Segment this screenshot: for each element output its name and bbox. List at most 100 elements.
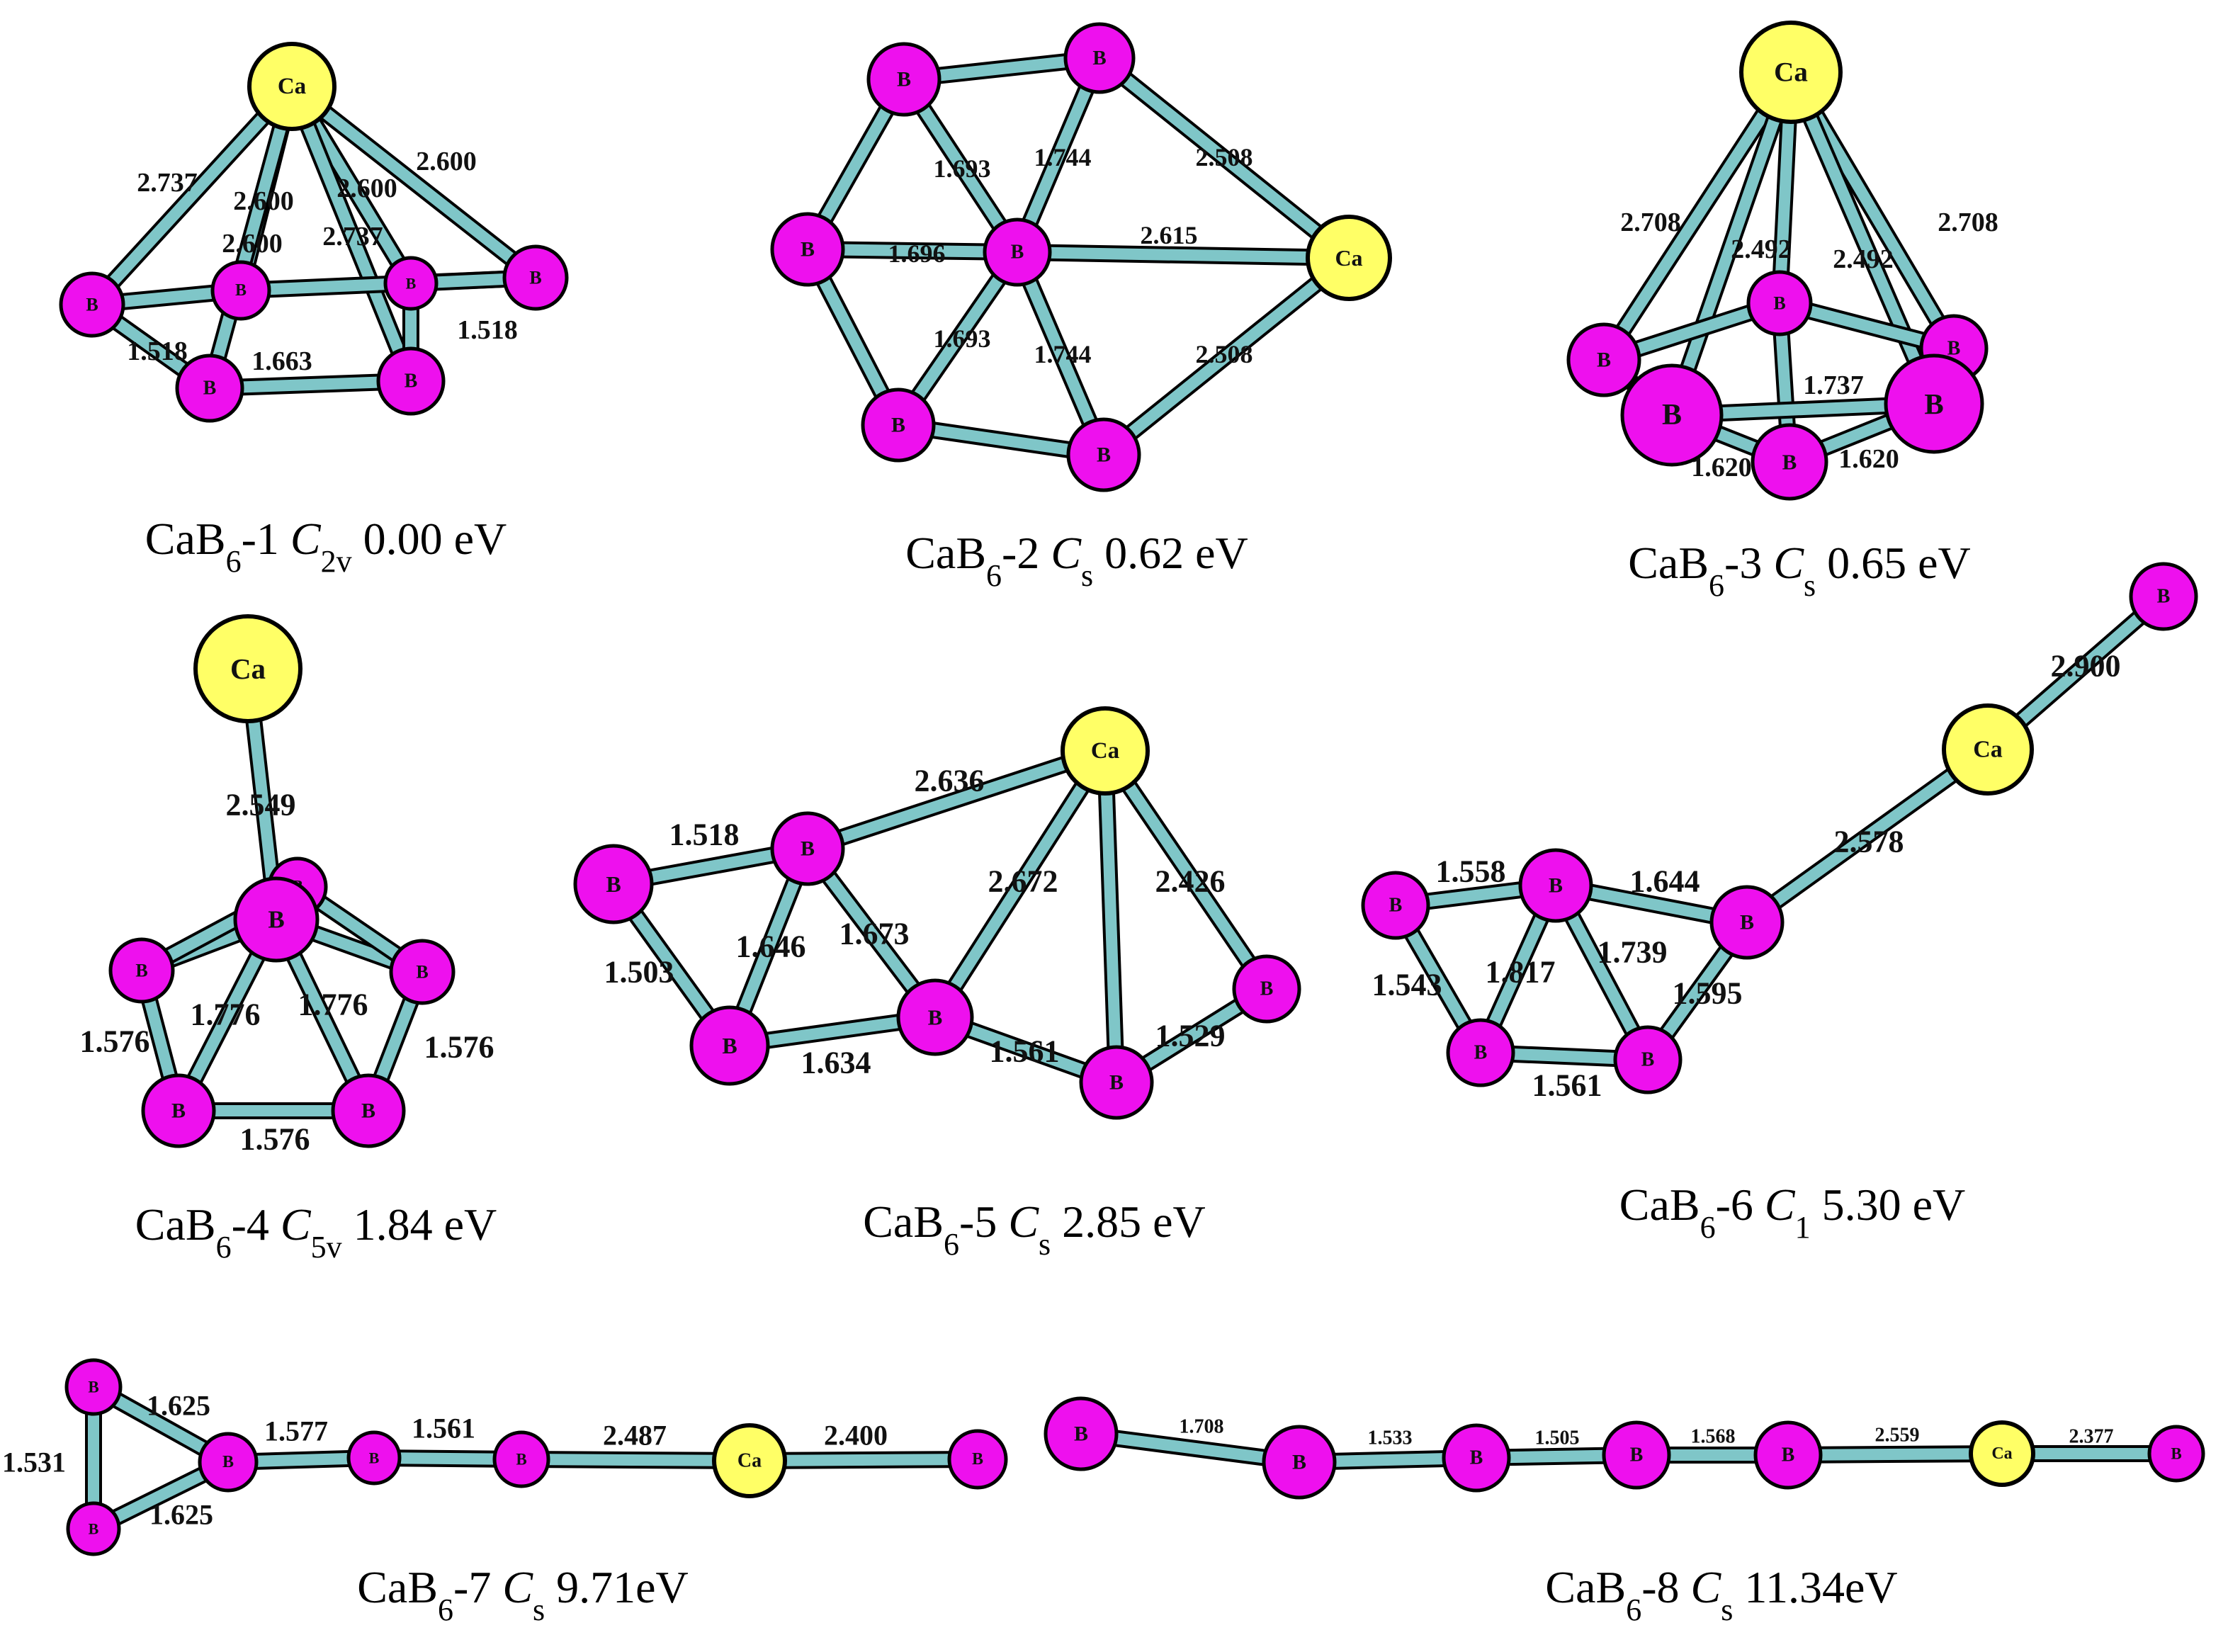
bond: [805, 745, 1107, 854]
atom-label: B: [1662, 399, 1682, 431]
cab6-8-caption: CaB6-8 Cs 11.34eV: [1545, 1562, 1897, 1627]
bond: [749, 1454, 978, 1466]
bond-length-label: 1.693: [934, 154, 991, 183]
atom-label: B: [606, 871, 621, 897]
bond-length-label: 2.600: [222, 229, 283, 259]
bond-length-label: 1.533: [1368, 1427, 1413, 1449]
bond-length-label: 1.577: [264, 1415, 328, 1447]
bond: [1743, 745, 1991, 927]
atom-label: B: [516, 1451, 526, 1469]
atom-label: B: [1109, 1071, 1124, 1094]
bond-length-label: 2.636: [915, 764, 985, 798]
bond-length-label: 1.663: [251, 346, 312, 376]
atom-label: B: [1549, 874, 1563, 898]
atom-label: B: [268, 906, 284, 934]
bond-length-label: 2.426: [1155, 864, 1226, 899]
boron-atom: [2147, 1425, 2205, 1483]
calcium-atom: [1969, 1420, 2035, 1487]
bond-length-label: 1.576: [80, 1024, 150, 1059]
bond-length-label: 2.600: [337, 174, 397, 203]
calcium-atom: [1306, 215, 1392, 301]
atom-label: B: [801, 238, 815, 261]
boron-atom: [389, 939, 456, 1005]
bond-length-label: 2.708: [1938, 208, 1998, 237]
bond: [88, 82, 296, 309]
atom-label: B: [1097, 443, 1111, 467]
bond: [286, 84, 417, 383]
atom-label: B: [1260, 978, 1274, 1000]
atom-label: B: [235, 281, 247, 300]
atom-label: B: [1947, 338, 1961, 360]
boron-atom: [346, 1430, 402, 1486]
boron-atom: [1518, 848, 1593, 923]
atom-label: Ca: [278, 74, 306, 99]
boron-atom: [1232, 954, 1301, 1024]
atom-label: B: [1092, 47, 1106, 69]
boron-atom: [1566, 322, 1641, 397]
boron-atom: [502, 244, 569, 311]
atom-label: B: [1630, 1444, 1644, 1466]
bond-length-label: 2.737: [322, 222, 383, 251]
atom-label: B: [86, 295, 98, 315]
bond-length-label: 1.561: [412, 1413, 475, 1444]
boron-atom: [861, 387, 936, 463]
bond-length-label: 1.817: [1486, 955, 1556, 990]
calcium-atom: [193, 614, 302, 723]
atom-label: B: [405, 370, 418, 392]
bond-length-label: 2.508: [1196, 340, 1253, 368]
boron-atom: [1446, 1018, 1515, 1087]
bond-length-label: 1.776: [298, 988, 368, 1022]
bond-length-label: 2.615: [1141, 221, 1198, 249]
boron-atom: [1442, 1423, 1511, 1493]
atom-label: Ca: [1973, 737, 2003, 763]
atom-label: Ca: [1335, 245, 1362, 271]
bond-length-label: 1.625: [147, 1390, 210, 1422]
boron-atom: [66, 1501, 121, 1556]
bond-length-label: 1.518: [127, 336, 188, 366]
atom-label: B: [897, 68, 911, 91]
bond-length-label: 1.620: [1838, 444, 1899, 474]
atom-label: B: [416, 962, 428, 983]
cab6-2-caption: CaB6-2 Cs 0.62 eV: [905, 528, 1248, 593]
bond-length-label: 1.646: [736, 929, 806, 964]
bond-length-label: 1.776: [191, 997, 261, 1032]
bond-length-label: 1.561: [990, 1034, 1060, 1069]
bond-length-label: 1.576: [240, 1122, 310, 1157]
atom-label: Ca: [737, 1450, 762, 1472]
atom-label: B: [203, 378, 217, 400]
bond-length-label: 1.696: [888, 239, 946, 268]
bond-length-label: 1.595: [1673, 976, 1743, 1011]
bond-length-label: 2.487: [603, 1420, 667, 1452]
bond-length-label: 2.549: [226, 788, 296, 822]
bond-length-label: 1.558: [1436, 854, 1506, 889]
atom-label: B: [891, 414, 905, 437]
bond-length-label: 1.673: [839, 917, 910, 951]
bond-length-label: 1.737: [1803, 370, 1864, 400]
cab6-7-caption: CaB6-7 Cs 9.71eV: [357, 1562, 689, 1627]
boron-atom: [573, 844, 654, 924]
bond-length-label: 2.492: [1731, 234, 1792, 264]
boron-atom: [866, 42, 941, 117]
atom-label: B: [529, 268, 541, 288]
atom-label: B: [88, 1379, 98, 1396]
boron-atom: [210, 260, 271, 321]
cab6-6-caption: CaB6-6 C1 5.30 eV: [1619, 1179, 1965, 1245]
cab6-2-bonds: [800, 50, 1355, 463]
atom-label: B: [171, 1099, 186, 1123]
cab6-1-caption: CaB6-1 C2v 0.00 eV: [145, 514, 507, 579]
bond-length-label: 1.568: [1691, 1426, 1736, 1448]
boron-atom: [492, 1430, 550, 1488]
